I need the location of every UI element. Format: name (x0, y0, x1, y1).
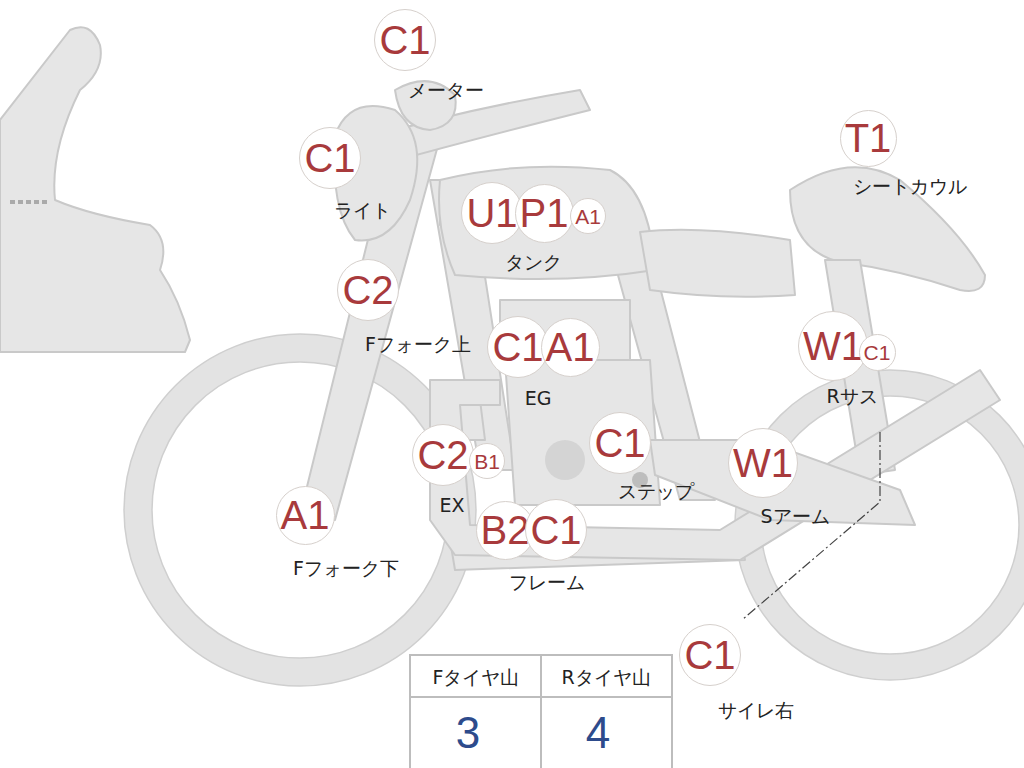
part-label: Fフォーク下 (293, 558, 399, 579)
callout-number: P1 (520, 193, 569, 233)
callout-circle: C1 (525, 499, 587, 561)
part-label: ライト (334, 200, 391, 221)
callout-number: A1 (546, 327, 595, 367)
callout-number: T1 (845, 118, 892, 158)
part-label: Rサス (826, 386, 877, 407)
callout-number: W1 (803, 326, 863, 366)
callout-number: C1 (594, 423, 645, 463)
part-label: Fフォーク上 (365, 334, 471, 355)
callout-circle: B1 (469, 443, 505, 479)
table-cell-value: 3 (456, 709, 480, 757)
callout-circle: C1 (487, 316, 549, 378)
part-label: EX (439, 495, 464, 516)
table-cell-value: 4 (586, 709, 610, 757)
callout-number: B2 (481, 510, 530, 550)
callout-number: C1 (864, 342, 891, 363)
callout-circle: P1 (515, 184, 574, 243)
callout-circle: C1 (679, 624, 741, 686)
part-label: タンク (505, 252, 562, 273)
callout-circle: C1 (589, 412, 651, 474)
callout-number: C2 (342, 270, 393, 310)
callout-circle: C1 (374, 9, 436, 71)
part-label: サイレ右 (718, 700, 794, 721)
part-label: フレーム (509, 572, 585, 593)
callout-number: W1 (733, 443, 793, 483)
part-label: Sアーム (760, 506, 829, 527)
callout-circle: A1 (276, 486, 335, 545)
callout-number: C1 (684, 635, 735, 675)
callout-circle: U1 (461, 182, 523, 244)
callout-circle: T1 (840, 110, 897, 167)
part-label: メーター (408, 80, 484, 101)
part-label: Rタイヤ山 (561, 667, 650, 688)
callout-circle: C1 (859, 334, 896, 371)
callout-number: C1 (379, 20, 430, 60)
callout-number: A1 (575, 206, 601, 227)
callout-number: A1 (281, 495, 330, 535)
callout-circle: W1 (728, 428, 798, 498)
part-label: Fタイヤ山 (433, 667, 520, 688)
part-label: シートカウル (853, 176, 967, 197)
callout-circle: C1 (299, 127, 361, 189)
callout-number: B1 (474, 451, 500, 472)
callout-circle: C2 (337, 259, 399, 321)
callout-circle: A1 (570, 198, 606, 234)
callout-number: U1 (466, 193, 517, 233)
callout-circle: A1 (541, 318, 600, 377)
callout-number: C1 (492, 327, 543, 367)
callout-circle: C2 (412, 424, 474, 486)
part-label: ステップ (618, 481, 694, 502)
callout-number: C2 (417, 435, 468, 475)
callout-number: C1 (530, 510, 581, 550)
callout-circle: W1 (798, 311, 868, 381)
callout-number: C1 (304, 138, 355, 178)
part-label: EG (525, 388, 552, 409)
